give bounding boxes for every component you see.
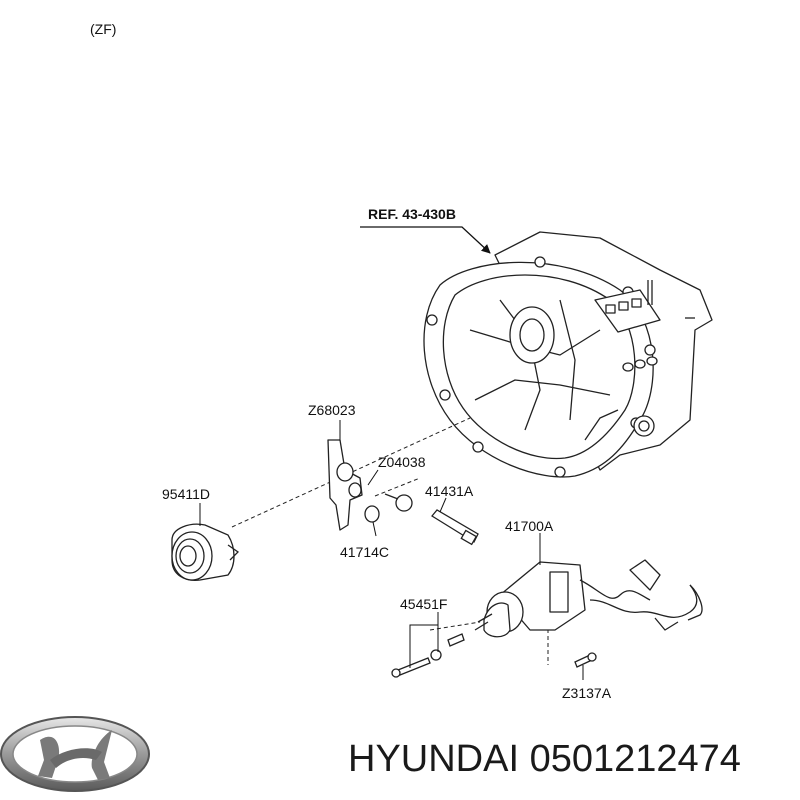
variant-code: (ZF) <box>90 21 117 37</box>
part-label-bushing: Z04038 <box>378 454 426 470</box>
mounting-bolts <box>391 633 465 678</box>
part-label-screw: Z3137A <box>562 685 612 701</box>
hyundai-logo <box>0 716 150 792</box>
pivot-pin <box>431 509 479 546</box>
brand-part-number-caption: HYUNDAI 0501212474 <box>348 737 741 781</box>
fork-bushing <box>384 493 413 512</box>
fork-pivot-ball <box>364 505 380 523</box>
part-label-fork-pin: 41714C <box>340 544 390 560</box>
reference-label: REF. 43-430B <box>368 206 456 222</box>
cylinder-screw <box>574 652 597 668</box>
brand-name: HYUNDAI <box>348 738 520 780</box>
clutch-slave-cylinder <box>474 559 703 638</box>
transmission-housing <box>423 231 713 478</box>
release-bearing <box>171 523 240 581</box>
part-number: 0501212474 <box>529 738 741 780</box>
clutch-fork <box>327 439 363 531</box>
part-label-pivot-pin: 41431A <box>425 483 474 499</box>
part-label-slave-cylinder: 41700A <box>505 518 554 534</box>
part-label-fork: Z68023 <box>308 402 356 418</box>
part-label-bolts: 45451F <box>400 596 448 612</box>
reference-leader <box>360 226 491 254</box>
callout-leaders <box>199 420 584 680</box>
part-label-release-bearing: 95411D <box>162 486 211 502</box>
